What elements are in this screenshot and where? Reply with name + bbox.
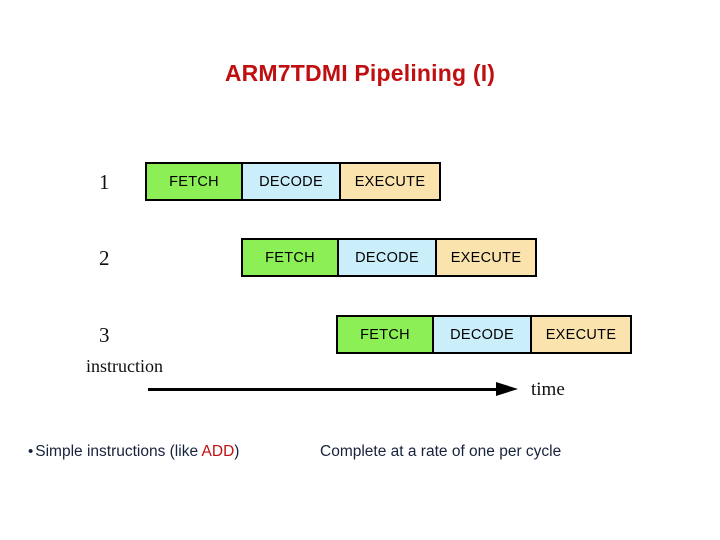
page-title: ARM7TDMI Pipelining (I) <box>224 60 496 86</box>
pipeline-row-1: FETCH DECODE EXECUTE <box>145 162 441 201</box>
stage-execute-row1: EXECUTE <box>341 164 439 199</box>
bottom-note-line: •Simple instructions (like ADD) Complete… <box>28 443 692 469</box>
note-suffix-text: ) <box>234 443 240 460</box>
arrow-right-icon <box>496 382 518 396</box>
stage-decode-row3: DECODE <box>434 317 532 352</box>
bullet-icon: • <box>28 443 34 460</box>
row-label-1: 1 <box>99 170 110 194</box>
stage-fetch-row2: FETCH <box>243 240 339 275</box>
row-label-2: 2 <box>99 246 110 270</box>
time-axis-label: time <box>531 379 565 400</box>
stage-fetch-row1: FETCH <box>147 164 243 199</box>
time-axis-arrow <box>148 382 520 396</box>
stage-execute-row3: EXECUTE <box>532 317 630 352</box>
note-prefix-text: Simple instructions (like <box>35 443 202 460</box>
stage-decode-row1: DECODE <box>243 164 341 199</box>
instruction-axis-label: instruction <box>86 356 163 376</box>
stage-fetch-row3: FETCH <box>338 317 434 352</box>
pipeline-row-3: FETCH DECODE EXECUTE <box>336 315 632 354</box>
row-label-3: 3 <box>99 323 110 347</box>
stage-decode-row2: DECODE <box>339 240 437 275</box>
stage-execute-row2: EXECUTE <box>437 240 535 275</box>
pipeline-row-2: FETCH DECODE EXECUTE <box>241 238 537 277</box>
time-axis-line <box>148 388 500 391</box>
note-second-phrase: Complete at a rate of one per cycle <box>320 443 562 460</box>
note-highlight-add: ADD <box>201 443 235 460</box>
